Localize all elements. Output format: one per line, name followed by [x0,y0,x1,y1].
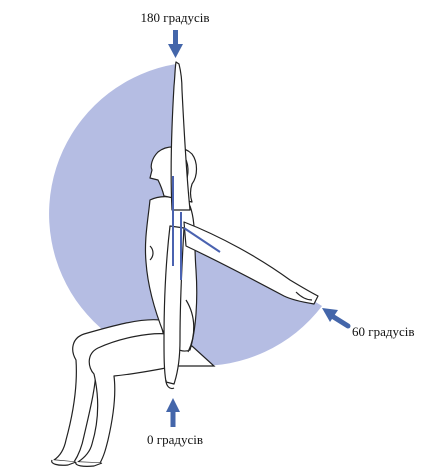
label-0-degrees: 0 градусів [147,432,203,447]
arrow-left-diagonal-icon [322,308,348,326]
arrow-up-icon [166,398,180,427]
label-60-degrees: 60 градусів [352,324,415,339]
label-180-degrees: 180 градусів [141,10,210,25]
arrow-down-icon [168,30,183,58]
